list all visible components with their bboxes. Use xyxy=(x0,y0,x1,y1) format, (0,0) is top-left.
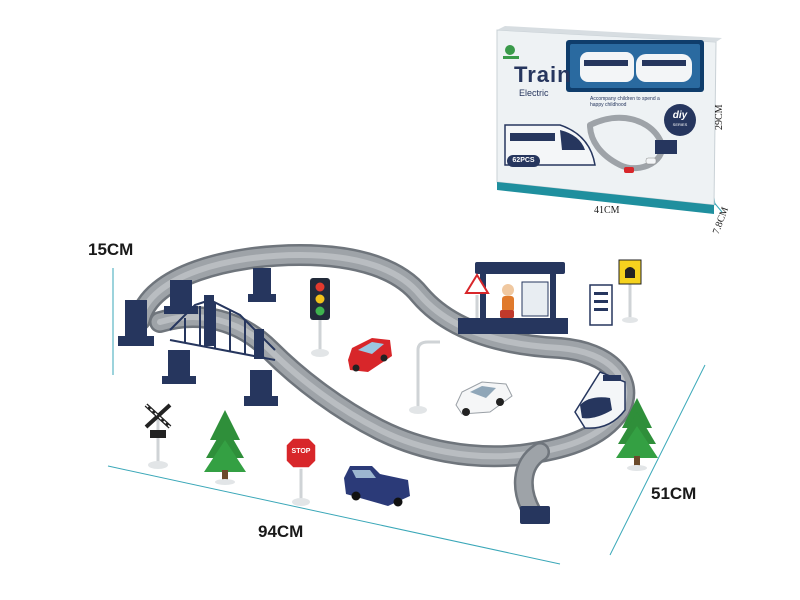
suspension-bridge xyxy=(169,295,276,361)
pine-tree-left xyxy=(204,410,246,485)
red-toy-car xyxy=(348,338,392,372)
set-height-label: 15CM xyxy=(88,240,134,259)
box-tagline: Accompany children to spend a happy chil… xyxy=(590,96,660,108)
box-height-label: 29CM xyxy=(714,104,725,130)
stop-sign xyxy=(285,437,317,506)
train-station xyxy=(458,262,568,334)
railway-crossing-sign xyxy=(144,403,172,469)
product-box xyxy=(496,26,722,214)
box-length-label: 41CM xyxy=(594,205,620,216)
white-toy-car xyxy=(455,381,513,416)
box-train-car xyxy=(580,52,692,82)
pieces-badge xyxy=(507,155,540,167)
set-width-label: 51CM xyxy=(651,484,697,503)
track-pillars xyxy=(118,268,278,406)
diy-badge-subtext: SERIES xyxy=(672,122,688,127)
passenger-figure xyxy=(500,284,514,318)
box-train-image xyxy=(504,124,596,166)
pine-tree-right xyxy=(616,398,658,471)
set-length-label: 94CM xyxy=(258,522,304,541)
pieces-count: 62PCS xyxy=(512,157,535,164)
stop-sign-text: STOP xyxy=(291,448,311,455)
traffic-light xyxy=(310,278,330,357)
tunnel-sign xyxy=(618,259,642,323)
track-buffer xyxy=(520,506,550,524)
navy-toy-truck xyxy=(344,466,410,507)
street-lamp xyxy=(409,340,440,414)
diy-badge-text: diy xyxy=(672,110,688,121)
box-subtitle: Electric xyxy=(519,88,549,98)
bullet-train xyxy=(574,371,626,429)
diy-badge-icon xyxy=(664,104,696,136)
box-title: Train xyxy=(514,62,572,87)
warning-sign xyxy=(464,273,490,318)
box-mini-track xyxy=(587,114,665,172)
brand-logo xyxy=(503,45,519,59)
info-board xyxy=(589,284,613,326)
